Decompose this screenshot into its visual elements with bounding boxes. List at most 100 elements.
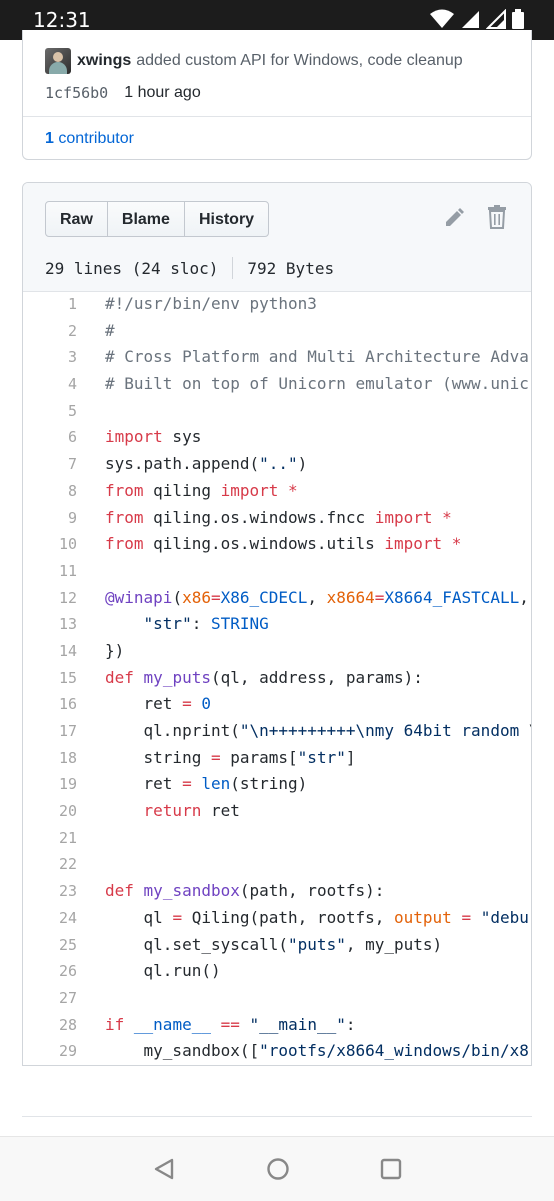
code-line: 27 [23,985,531,1012]
line-number[interactable]: 10 [58,535,77,554]
code-line: 17 ql.nprint("\n+++++++++\nmy 64bit rand… [23,718,531,745]
commit-meta: 1cf56b0 1 hour ago [45,84,201,102]
line-number[interactable]: 9 [67,508,77,527]
line-number[interactable]: 21 [58,828,77,847]
line-number[interactable]: 20 [58,802,77,821]
line-number[interactable]: 1 [67,295,77,313]
line-number[interactable]: 6 [67,428,77,447]
code-line: 3 # Cross Platform and Multi Architecture… [23,344,531,371]
code-text: from qiling.os.windows.utils import * [105,534,462,554]
nav-home-icon[interactable] [266,1157,290,1181]
code-line: 7 sys.path.append("..") [23,451,531,478]
divider [232,257,234,279]
code-text: sys.path.append("..") [105,454,308,474]
code-text: def my_sandbox(path, rootfs): [105,881,385,901]
code-line: 12 @winapi(x86=X86_CDECL, x8664=X8664_FAS… [23,585,531,612]
code-text: ql.run() [105,961,221,981]
contributors-label: contributor [58,130,134,147]
raw-button[interactable]: Raw [45,201,108,237]
line-number[interactable]: 22 [58,855,77,874]
blame-button[interactable]: Blame [106,201,185,237]
line-number[interactable]: 18 [58,748,77,767]
code-listing: 1 #!/usr/bin/env python3 2 # 3 # Cross Plat… [23,291,531,1065]
line-number[interactable]: 23 [58,882,77,901]
line-number[interactable]: 4 [67,375,77,394]
line-number[interactable]: 11 [58,561,77,580]
line-number[interactable]: 13 [58,615,77,634]
line-number[interactable]: 25 [58,935,77,954]
code-text: from qiling import * [105,480,298,500]
line-number[interactable]: 2 [67,321,77,340]
code-line: 29 my_sandbox(["rootfs/x8664_windows/bin… [23,1038,531,1065]
pencil-icon[interactable] [443,207,465,229]
file-size: 792 Bytes [247,258,335,278]
line-number[interactable]: 29 [58,1042,77,1061]
code-line: 16 ret = 0 [23,691,531,718]
system-nav-bar [0,1136,554,1201]
commit-summary: xwings added custom API for Windows, cod… [45,48,463,74]
nav-recents-icon[interactable] [380,1158,402,1180]
commit-sha-link[interactable]: 1cf56b0 [45,84,109,102]
code-text: # [105,320,115,340]
avatar[interactable] [45,48,71,74]
code-line: 9 from qiling.os.windows.fncc import * [23,505,531,532]
line-number[interactable]: 27 [58,988,77,1007]
cell-signal-icon [486,9,506,29]
code-text: }) [105,640,125,660]
nav-back-icon[interactable] [152,1157,176,1181]
line-number[interactable]: 8 [67,481,77,500]
battery-icon [512,9,524,29]
file-viewer: Raw Blame History 29 lines (24 sloc) 792… [22,182,532,1066]
code-line: 19 ret = len(string) [23,771,531,798]
file-actions: Raw Blame History [45,201,270,237]
code-text: ret = len(string) [105,774,308,794]
commit-message-link[interactable]: added custom API for Windows, code clean… [136,52,463,69]
line-number[interactable]: 26 [58,962,77,981]
line-number[interactable]: 3 [67,348,77,367]
code-text: # Cross Platform and Multi Architecture … [105,347,529,367]
wifi-icon [430,9,454,28]
code-line: 18 string = params["str"] [23,745,531,772]
line-number[interactable]: 5 [67,401,77,420]
code-line: 21 [23,825,531,852]
code-line: 23 def my_sandbox(path, rootfs): [23,878,531,905]
code-line: 10 from qiling.os.windows.utils import * [23,531,531,558]
line-number[interactable]: 28 [58,1015,77,1034]
line-number[interactable]: 7 [67,455,77,474]
contributors-link[interactable]: 1 contributor [45,130,134,148]
line-number[interactable]: 14 [58,641,77,660]
code-line: 26 ql.run() [23,958,531,985]
file-header: Raw Blame History 29 lines (24 sloc) 792… [23,183,531,292]
code-line: 8 from qiling import * [23,478,531,505]
file-line-count: 29 lines (24 sloc) [45,258,219,278]
trash-icon[interactable] [487,205,507,229]
code-text: ql = Qiling(path, rootfs, output = "debu [105,907,529,927]
code-text: import sys [105,427,202,447]
code-line: 4# Built on top of Unicorn emulator (www… [23,371,531,398]
line-number[interactable]: 19 [58,775,77,794]
code-text: my_sandbox(["rootfs/x8664_windows/bin/x8 [105,1041,529,1061]
line-number[interactable]: 24 [58,908,77,927]
commit-author-link[interactable]: xwings [77,52,132,69]
line-number[interactable]: 12 [58,588,77,607]
code-line: 20 return ret [23,798,531,825]
cell-signal-icon [462,11,479,28]
code-text: #!/usr/bin/env python3 [105,294,317,313]
line-number[interactable]: 17 [58,722,77,740]
line-number[interactable]: 16 [58,695,77,714]
code-line: 14}) [23,638,531,665]
line-number[interactable]: 15 [58,668,77,687]
divider [23,116,531,117]
contributors-count: 1 [45,130,54,147]
code-text: from qiling.os.windows.fncc import * [105,507,452,527]
code-text: ql.nprint("\n+++++++++\nmy 64bit random … [105,721,531,740]
history-button[interactable]: History [183,201,270,237]
status-time: 12:31 [33,8,91,32]
latest-commit-card: xwings added custom API for Windows, cod… [22,30,532,160]
code-text: return ret [143,801,240,821]
code-line: 5 [23,398,531,425]
code-text: ql.set_syscall("puts", my_puts) [105,934,443,954]
code-text: @winapi(x86=X86_CDECL, x8664=X8664_FASTC… [105,587,529,607]
code-line: 25 ql.set_syscall("puts", my_puts) [23,932,531,959]
